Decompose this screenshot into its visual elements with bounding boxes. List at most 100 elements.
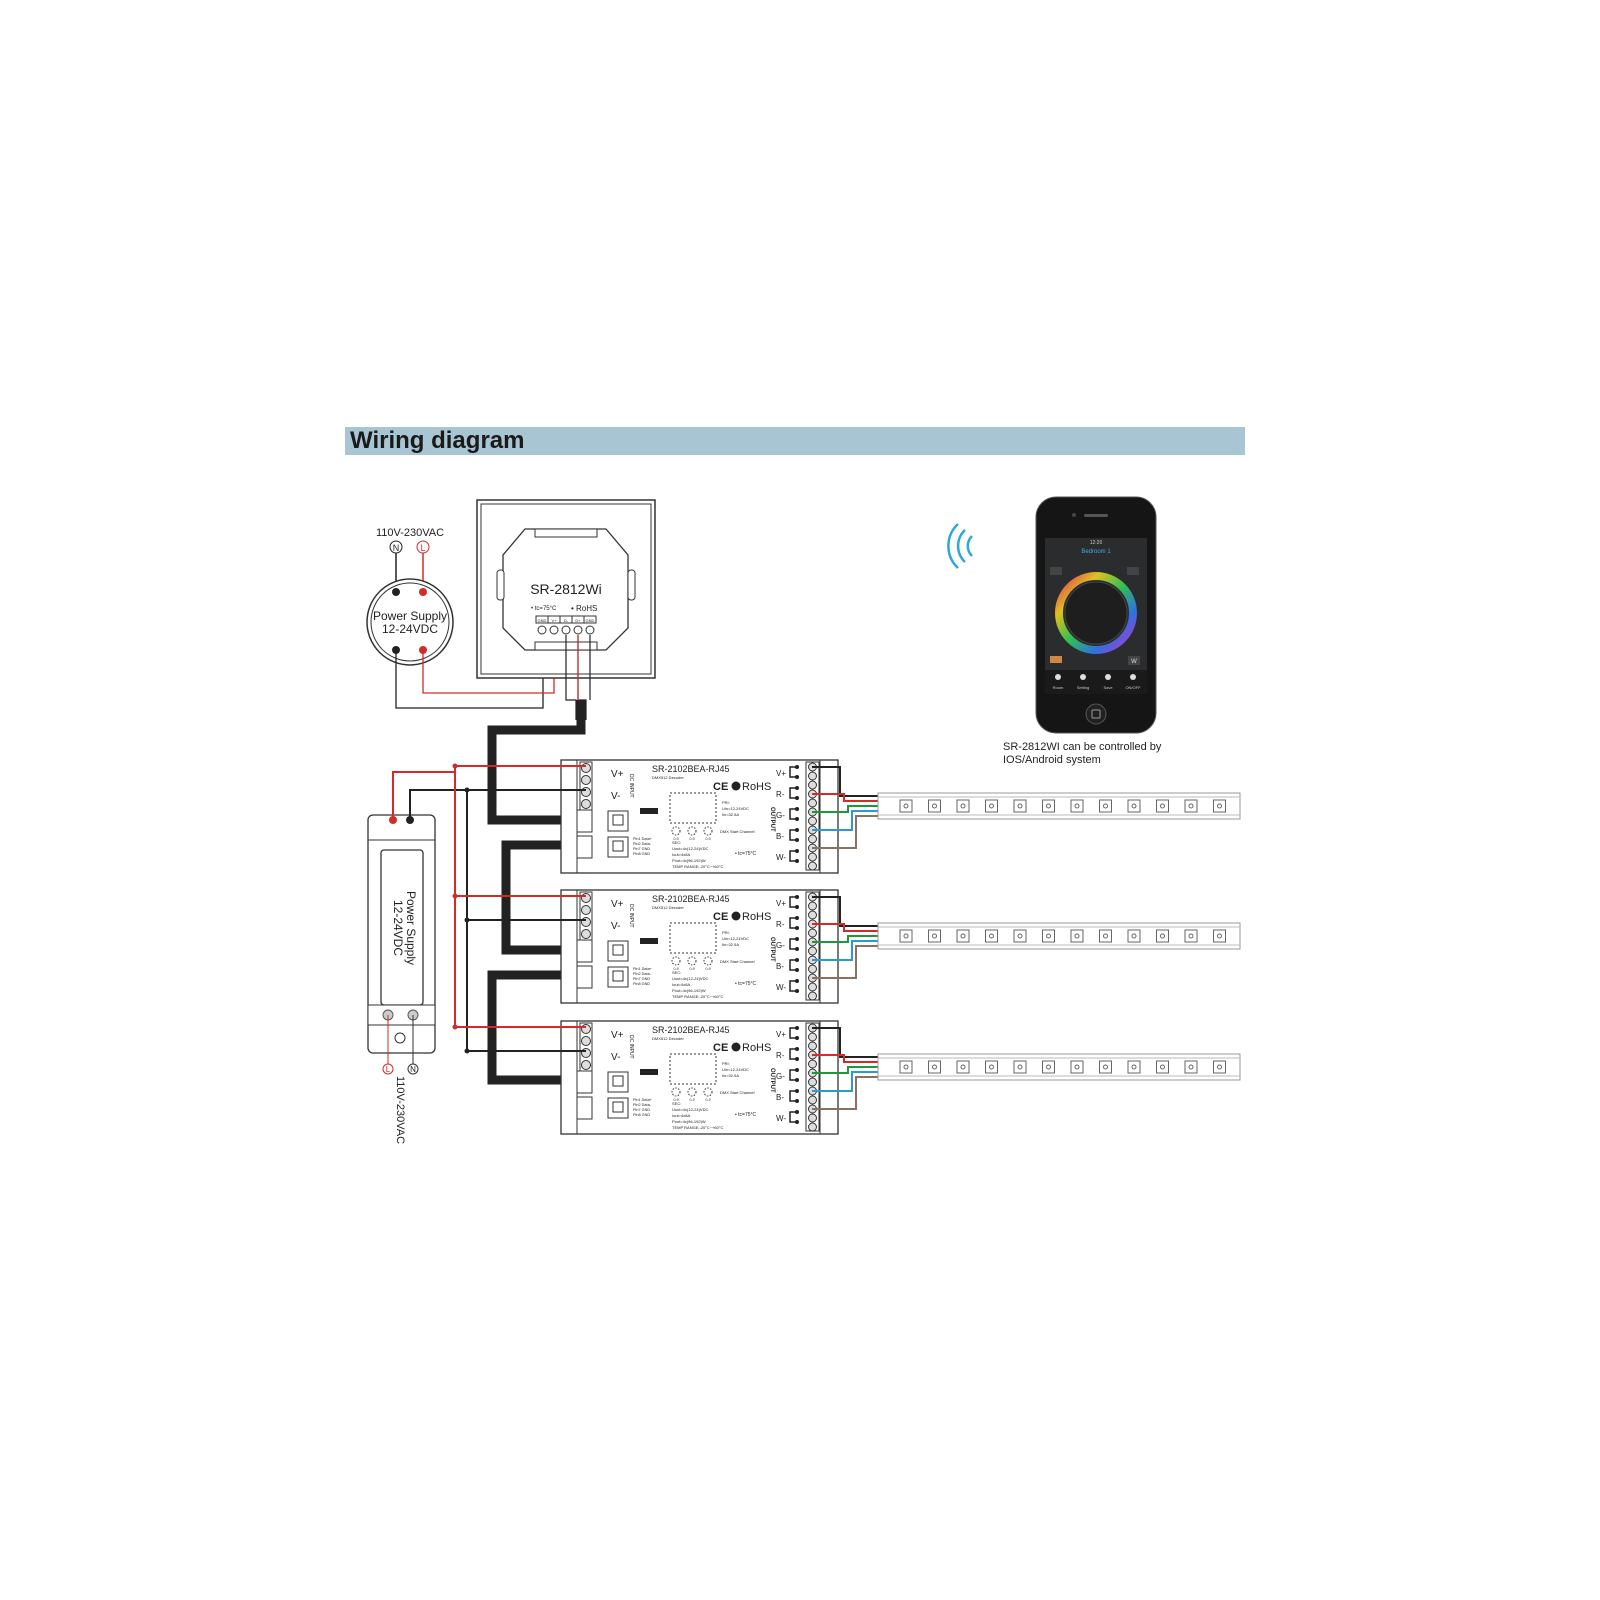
led-chip-icon [1013,929,1027,943]
screw-terminal-icon [808,1113,817,1123]
svg-text:PRI:: PRI: [722,800,730,805]
dmx-dial[interactable] [687,1087,697,1097]
settings-small-icon[interactable] [1127,567,1139,575]
live-label: L [420,543,425,553]
output-channel-label: W- [776,983,786,992]
phone-tab[interactable]: Save [1103,685,1113,690]
spec-uout: Uout=4x(12-24)VDC [672,846,708,851]
linear-psu-mains: 110V-230VAC [394,1076,406,1144]
output-channel-label: R- [776,920,785,929]
spec-temp: TEMP RANGE:-20°C~+60°C [672,1125,723,1130]
output-wire [812,815,882,849]
output-wire [812,945,882,979]
output-wire [812,810,882,831]
phone-tab[interactable]: Setting [1077,685,1089,690]
ce-mark: CE [713,1042,728,1054]
screw-terminal-icon [581,905,591,915]
led-chip-icon [1099,929,1112,943]
wifi-icon [947,523,973,569]
pin-label: Pin1 Data+ [633,837,653,841]
phone-time: 12:20 [1090,540,1103,546]
dmx-dial[interactable] [671,956,681,966]
decoder-subtitle: DMX512 Decoder [652,1036,684,1041]
output-wire [812,923,882,932]
white-button[interactable] [1128,656,1140,665]
dmx-dial[interactable] [703,826,713,836]
screw-terminal-icon [808,991,817,1001]
dmx-dial[interactable] [687,956,697,966]
output-wire [812,1066,882,1074]
svg-text:Iin=32.5A: Iin=32.5A [722,1073,739,1078]
output-label: OUTPUT [769,807,775,832]
vplus-label: V+ [611,1030,624,1041]
output-channel-label: W- [776,1114,786,1123]
dmx-dial[interactable] [671,1087,681,1097]
module-terminal-label: GND [538,618,547,623]
screw-terminal-icon [808,1077,817,1087]
screw-terminal-icon [581,1024,591,1034]
dmx-dial[interactable] [703,956,713,966]
dmx-dial[interactable] [687,826,697,836]
svg-text:Uin=12-24VDC: Uin=12-24VDC [722,1067,749,1072]
dmx-start-label: DMX Start Channel [720,959,755,964]
svg-text:Iin=32.5A: Iin=32.5A [722,812,739,817]
spec-iout: Iout=4x8A [672,852,690,857]
phone-tab[interactable]: Room [1053,685,1064,690]
screw-terminal-icon [581,799,591,809]
svg-text:Iin=32.5A: Iin=32.5A [722,942,739,947]
spec-iout: Iout=4x8A [672,1113,690,1118]
screw-terminal-icon [581,763,591,773]
led-chip-icon [899,799,913,813]
svg-text:0-9: 0-9 [673,1098,678,1102]
led-chip-icon [1042,929,1055,943]
phone-tab[interactable]: ON/OFF [1125,685,1141,690]
led-chip-icon [1070,1060,1084,1074]
linear-psu-label: Power Supply [404,891,418,965]
led-chip-icon [1156,1060,1169,1074]
vplus-label: V+ [611,899,624,910]
led-chip-icon [1099,1060,1112,1074]
spec-iout: Iout=4x8A [672,982,690,987]
phone-caption-line2: IOS/Android system [1003,754,1101,766]
led-chip-icon [1127,1060,1141,1074]
output-wire [812,935,882,943]
output-channel-label: G- [776,1072,785,1081]
svg-text:0-9: 0-9 [705,837,710,841]
dmx-dial[interactable] [703,1087,713,1097]
phone-tab-icon [1080,674,1086,680]
color-wheel[interactable] [1055,572,1137,654]
pin-label: Pin2 Data- [633,842,652,846]
output-label: OUTPUT [769,1068,775,1093]
rj45-port-icon [607,1097,629,1119]
output-channel-label: G- [776,811,785,820]
svg-text:0-9: 0-9 [673,967,678,971]
screw-terminal-icon [573,625,583,635]
output-wire [812,793,882,802]
screw-terminal-icon [808,910,817,920]
led-chip-icon [1013,799,1027,813]
spec-uout: Uout=4x(12-24)VDC [672,1107,708,1112]
svg-text:Uin=12-24VDC: Uin=12-24VDC [722,936,749,941]
output-channel-label: B- [776,832,784,841]
pin-label: Pin7 GND [633,847,650,851]
led-chip-icon [1127,929,1141,943]
screw-terminal-icon [808,1041,817,1051]
weee-icon [731,911,741,921]
screw-terminal-icon [808,901,817,911]
output-wire [812,766,882,797]
dmx-dial[interactable] [671,826,681,836]
led-chip-icon [1042,1060,1055,1074]
output-wire [812,1027,882,1058]
home-button[interactable] [1085,703,1107,725]
screw-terminal-icon [581,787,591,797]
screw-terminal-icon [581,929,591,939]
play-icon[interactable] [1050,567,1062,575]
output-channel-label: V+ [776,769,786,778]
output-channel-label: G- [776,941,785,950]
phone-room: Bedroom 1 [1081,549,1111,555]
output-channel-label: R- [776,1051,785,1060]
rj45-port-icon [607,966,629,988]
led-chip-icon [1213,929,1226,943]
